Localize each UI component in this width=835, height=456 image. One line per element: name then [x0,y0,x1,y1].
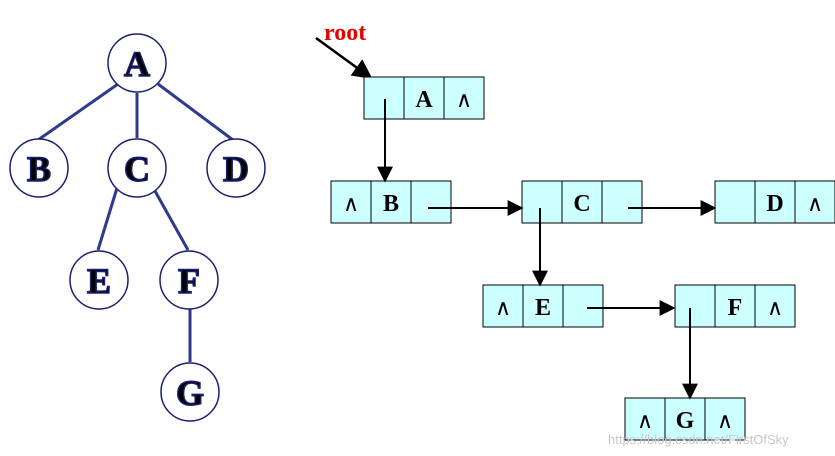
linked-node-a: A∧ [363,76,485,120]
tree-edge-c-f [153,190,190,251]
linked-node-data: A [415,87,433,113]
svg-text:F: F [178,261,200,301]
linked-node-cell [561,180,603,224]
tree-edge-a-d [157,82,234,142]
linked-node-cell [562,284,604,328]
linked-node-cell [754,180,796,224]
linked-node-cell [794,180,835,224]
watermark-text: https://blog.csdn.net/FirstOfSky [608,432,789,447]
linked-node-cell [521,180,563,224]
linked-node-g: ∧ G ∧ [624,397,746,441]
linked-node-data: D [766,191,783,217]
tree-node-a: A [107,33,167,93]
linked-node-data: F [728,295,743,321]
linked-node-data: B [383,191,399,217]
linked-node-d: D∧ [714,180,835,224]
linked-node-cell [601,180,643,224]
linked-node-cell [704,397,746,441]
tree-edge-c-e [96,187,119,251]
linked-node-data: E [535,295,551,321]
linked-node-cell [754,284,796,328]
linked-node-c: C [521,180,643,224]
linked-node-cell [443,76,485,120]
linked-node-cell [674,284,716,328]
linked-node-cell [482,284,524,328]
null-pointer-symbol: ∧ [495,296,511,321]
linked-node-b: ∧B [330,180,452,224]
linked-node-cell [403,76,445,120]
svg-text:E: E [87,261,111,301]
null-pointer-symbol: ∧ [807,192,823,217]
svg-text:B: B [27,149,51,189]
null-pointer-symbol: ∧ [343,192,359,217]
svg-text:C: C [124,149,150,189]
svg-text:A: A [124,44,150,84]
null-pointer-symbol: ∧ [637,409,653,434]
null-pointer-symbol: ∧ [456,88,472,113]
linked-node-cell [624,397,666,441]
linked-node-cell [410,180,452,224]
linked-node-cell [714,180,756,224]
linked-node-data: C [573,191,590,217]
root-label: root [324,20,366,46]
tree-node-c: C [107,138,167,198]
tree-node-f: F [159,250,219,310]
tree-node-e: E [69,250,129,310]
tree-node-g: G [160,362,220,422]
svg-text:G: G [176,373,204,413]
tree-node-d: D [206,138,266,198]
linked-node-cell [714,284,756,328]
tree-node-b: B [9,138,69,198]
tree-edge-a-b [37,82,119,142]
general-tree: A B C D E F G [9,33,266,422]
linked-node-e: ∧E [482,284,604,328]
svg-text:D: D [223,149,249,189]
root-pointer-arrow [315,36,373,80]
null-pointer-symbol: ∧ [717,409,733,434]
linked-node-f: F∧ [674,284,796,328]
null-pointer-symbol: ∧ [767,296,783,321]
linked-node-cell [330,180,372,224]
linked-node-data: G [676,408,695,434]
